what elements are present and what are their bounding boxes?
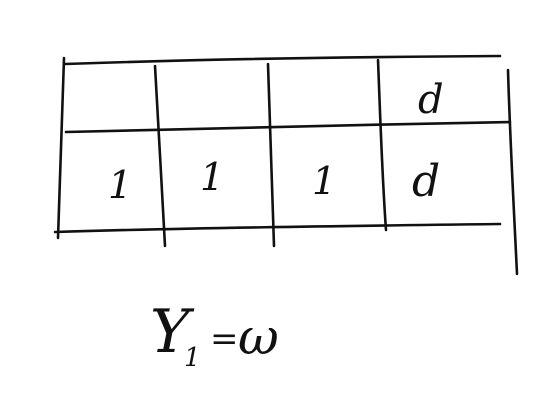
cell-r2-c2: 1 — [200, 155, 224, 199]
equation-equals: = — [210, 319, 239, 359]
cell-r2-c3: 1 — [312, 159, 336, 203]
cell-r2-c1: 1 — [108, 163, 132, 207]
cell-r2-c4: d — [412, 156, 440, 207]
table-right-border — [506, 68, 519, 276]
table-column-divider-3 — [376, 58, 388, 232]
table-bottom-border — [53, 222, 502, 234]
table-column-divider-2 — [266, 62, 276, 248]
equation-rhs: ω — [238, 308, 279, 366]
equation-lhs-subscript: 1 — [184, 343, 201, 373]
table-top-border — [63, 54, 502, 66]
cell-r1-c4: d — [418, 77, 444, 123]
equation: Y 1 = ω — [150, 297, 279, 373]
table-row-divider — [64, 120, 512, 134]
table-column-divider-1 — [153, 64, 167, 248]
table-cells: d 1 1 1 d — [108, 77, 444, 207]
table-grid — [53, 54, 519, 276]
equation-lhs-symbol: Y — [150, 297, 195, 367]
table-left-border — [56, 56, 66, 240]
